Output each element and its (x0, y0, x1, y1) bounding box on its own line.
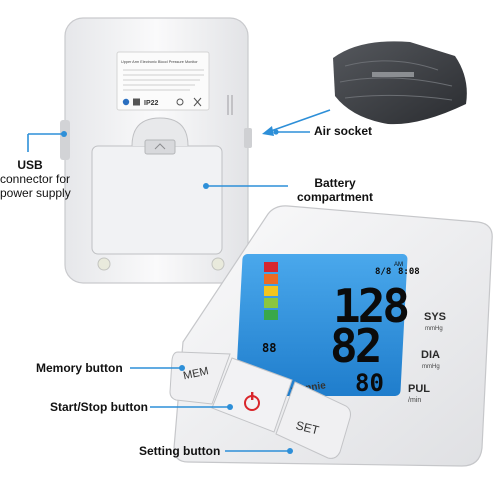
usb-label: USB connector for power supply (0, 158, 71, 200)
start-stop-button[interactable] (211, 357, 293, 433)
lcd-pul-value: 80 (355, 369, 384, 397)
usb-label-line3: power supply (0, 186, 71, 200)
battery-label-line1: Battery (314, 176, 356, 190)
memory-button-label: Memory button (36, 361, 123, 375)
battery-label: Battery compartment (290, 176, 380, 204)
air-socket-label: Air socket (314, 124, 373, 138)
dia-label: DIA (421, 349, 440, 361)
symbol-icon (133, 98, 140, 106)
setting-button-label: Setting button (139, 444, 221, 458)
battery-compartment (91, 145, 223, 255)
sys-label: SYS (424, 311, 446, 323)
pul-unit: /min (408, 397, 421, 404)
pul-label: PUL (408, 383, 430, 395)
spec-label (116, 51, 210, 111)
usb-label-line2: connector for (0, 172, 71, 186)
battery-label-line2: compartment (296, 190, 373, 204)
dia-unit: mmHg (422, 364, 440, 370)
set-button[interactable]: SET (275, 381, 351, 459)
arm-cuff (333, 41, 467, 125)
lcd-screen (235, 254, 408, 396)
back-label-title: Upper Arm Electronic Blood Pressure Moni… (121, 60, 198, 64)
callout-arrows (27, 109, 331, 454)
mem-button-label: MEM (182, 365, 210, 382)
lcd-am: AM (394, 262, 403, 268)
lcd-mem-index: 88 (262, 341, 276, 355)
mem-button[interactable]: MEM (169, 351, 231, 405)
lcd-dia-value: 82 (330, 319, 379, 373)
device-back (60, 17, 252, 284)
lcd-sys-value: 128 (333, 279, 407, 333)
start-stop-button-label: Start/Stop button (50, 400, 148, 414)
lcd-date: 8/8 (375, 267, 391, 277)
usb-label-line1: USB (17, 158, 43, 172)
set-button-label: SET (294, 418, 321, 437)
info-icon (122, 98, 130, 106)
lcd-clock: 8:08 (398, 267, 420, 277)
ip-rating: IP22 (144, 100, 159, 107)
sys-unit: mmHg (425, 326, 443, 332)
ce-icon (176, 98, 184, 106)
